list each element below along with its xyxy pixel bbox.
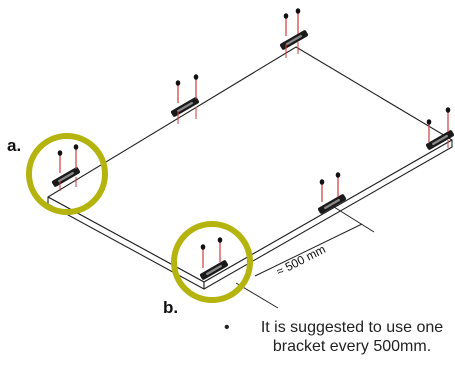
board bbox=[47, 46, 453, 290]
screw-icon bbox=[335, 172, 341, 197]
screw-icon bbox=[319, 179, 325, 202]
bracket-icon bbox=[317, 172, 347, 214]
screw-icon bbox=[283, 13, 289, 58]
note-bullet: • bbox=[224, 319, 230, 336]
highlight-circle-b bbox=[171, 221, 253, 303]
screw-icon bbox=[426, 119, 432, 142]
suggestion-note: • It is suggested to use one bracket eve… bbox=[224, 318, 452, 356]
bracket-icon bbox=[51, 144, 81, 191]
bracket-icon bbox=[425, 107, 455, 150]
screw-icon bbox=[217, 237, 223, 262]
screw-icon bbox=[57, 150, 63, 191]
callout-a: a. bbox=[7, 136, 21, 155]
screw-icon bbox=[295, 8, 301, 54]
screw-icon bbox=[175, 80, 181, 124]
screw-icon bbox=[73, 144, 79, 187]
screw-icon bbox=[200, 244, 206, 268]
bracket-icon bbox=[199, 237, 229, 280]
bracket-icon bbox=[170, 74, 200, 124]
highlight-circle-a bbox=[26, 133, 108, 215]
spacing-label: ≈ 500 mm bbox=[274, 242, 328, 279]
screw-icon bbox=[445, 107, 451, 148]
bracket-group bbox=[51, 8, 455, 280]
board-front-right-edge bbox=[203, 139, 453, 290]
screw-icon bbox=[193, 74, 199, 119]
callout-b: b. bbox=[163, 298, 178, 317]
note-text: It is suggested to use one bracket every… bbox=[260, 319, 444, 355]
bracket-icon bbox=[279, 8, 309, 58]
